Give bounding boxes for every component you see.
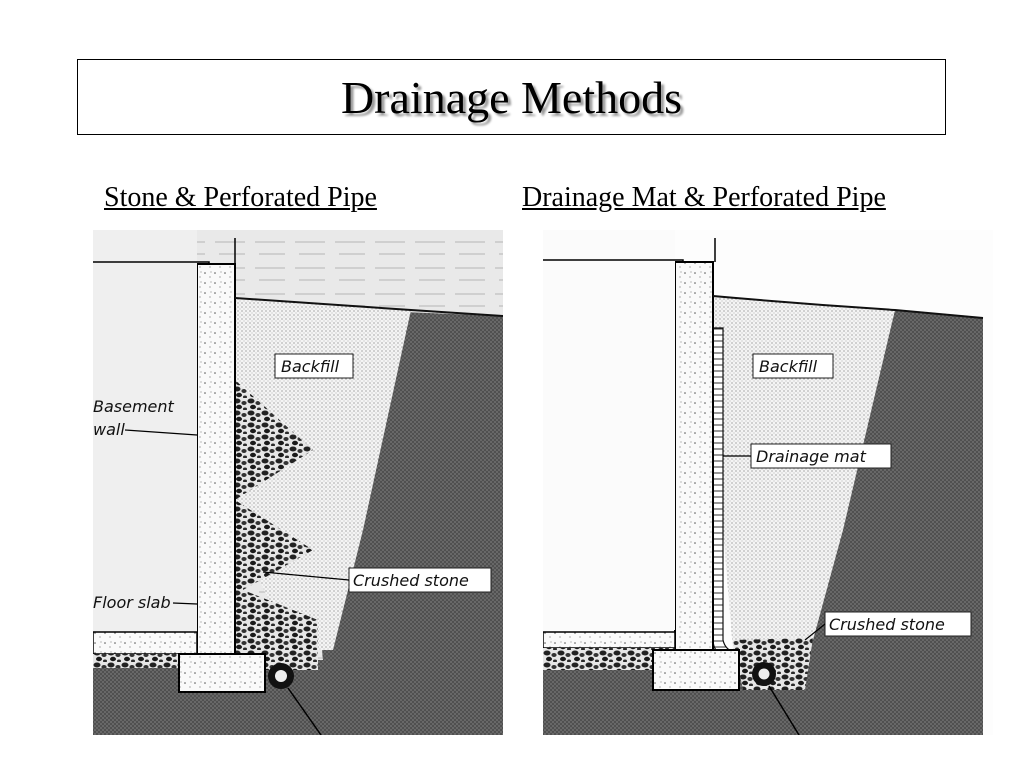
slab-gravel: [93, 654, 197, 668]
caption-drainage-mat-perforated-pipe: Drainage Mat & Perforated Pipe: [522, 182, 886, 213]
footing: [178, 653, 266, 693]
basement-wall: [196, 263, 236, 655]
floor-slab: [543, 631, 676, 649]
crushed-stone-area: [733, 638, 813, 690]
label-crushed-stone: Crushed stone: [829, 615, 945, 634]
label-crushed-stone: Crushed stone: [353, 571, 469, 590]
drainage-mat-pipe-diagram: Backfill Drainage mat Crushed stone: [543, 230, 993, 735]
basement-interior: [93, 230, 197, 635]
title-box: Drainage Methods: [77, 59, 946, 135]
basement-wall: [674, 261, 714, 653]
stone-pipe-diagram: Backfill Basement wall Crushed stone Flo…: [93, 230, 503, 735]
label-drainage-mat: Drainage mat: [756, 447, 867, 466]
slab-gravel: [543, 648, 675, 670]
page-title: Drainage Methods: [340, 71, 683, 123]
label-backfill: Backfill: [281, 357, 340, 376]
native-soil: [93, 312, 503, 735]
label-floor-slab: Floor slab: [93, 593, 171, 612]
backfill-area: [713, 296, 895, 650]
label-basement-wall-line2: wall: [93, 420, 125, 439]
crushed-stone-area: [235, 380, 318, 670]
label-backfill: Backfill: [759, 357, 818, 376]
footing: [652, 649, 740, 691]
ground-line: [712, 295, 984, 319]
caption-stone-perforated-pipe: Stone & Perforated Pipe: [104, 182, 377, 213]
label-basement-wall-line1: Basement: [93, 397, 175, 416]
floor-slab: [93, 631, 198, 655]
ground-line: [234, 297, 503, 317]
